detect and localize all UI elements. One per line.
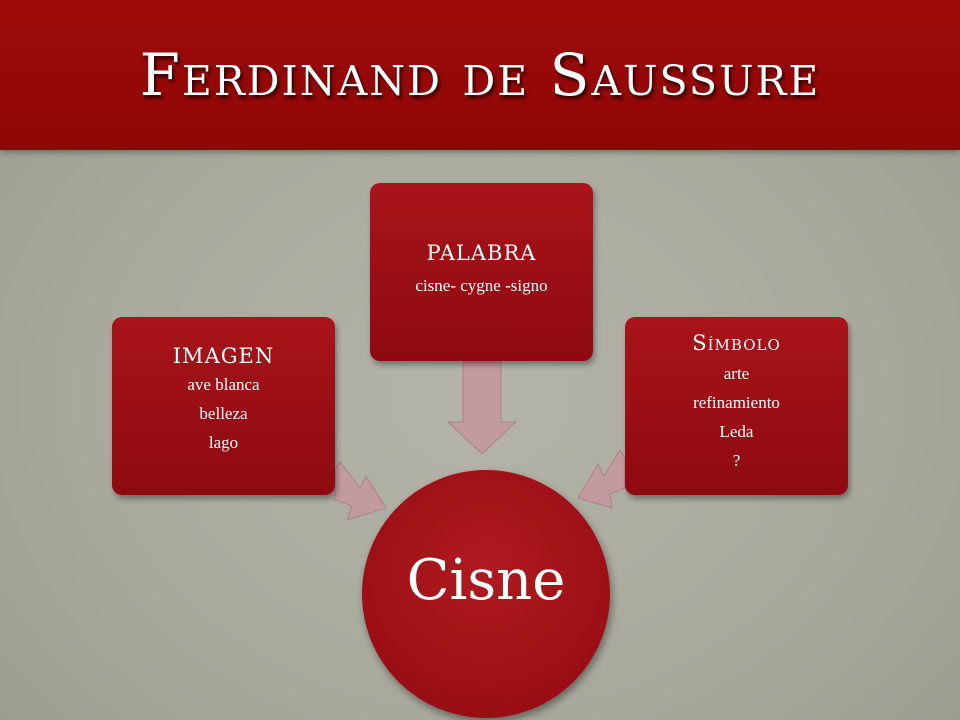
center-node-cisne: Cisne <box>362 470 610 718</box>
node-imagen-line: lago <box>208 433 239 452</box>
node-simbolo-line: refinamiento <box>693 393 780 412</box>
node-simbolo-line: ? <box>732 451 741 470</box>
node-simbolo-heading: Símbolo <box>692 331 781 355</box>
arrow-imagen-to-cisne <box>334 461 387 521</box>
arrow-palabra-to-cisne <box>446 361 518 455</box>
node-imagen-heading: IMAGEN <box>172 344 275 368</box>
slide-title: Ferdinand de Saussure <box>139 41 821 109</box>
node-simbolo-line: Leda <box>719 422 754 441</box>
node-palabra-line: cisne- cygne -signo <box>415 276 548 295</box>
node-simbolo-line: arte <box>723 364 750 383</box>
title-bar: Ferdinand de Saussure <box>0 0 960 150</box>
center-node-label: Cisne <box>406 548 566 613</box>
node-imagen: IMAGEN ave blanca belleza lago <box>112 317 335 495</box>
node-imagen-line: ave blanca <box>187 375 260 394</box>
node-palabra: PALABRA cisne- cygne -signo <box>370 183 593 361</box>
node-simbolo: Símbolo arte refinamiento Leda ? <box>625 317 848 495</box>
arrow-simbolo-to-cisne <box>577 449 626 509</box>
node-palabra-heading: PALABRA <box>426 241 537 265</box>
node-imagen-line: belleza <box>199 404 248 423</box>
